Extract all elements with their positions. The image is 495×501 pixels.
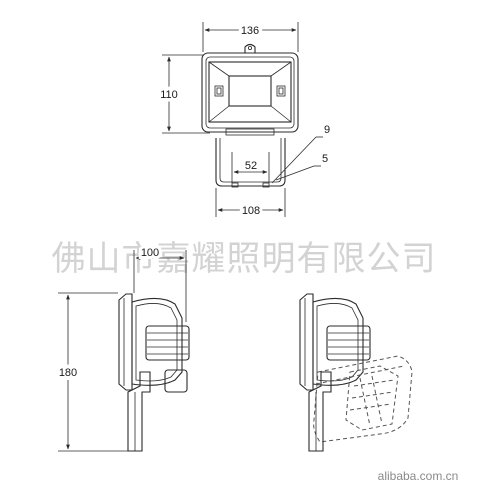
mount-hole-right <box>262 182 270 188</box>
bottom-flange <box>225 128 275 136</box>
tilt-view <box>299 293 413 452</box>
heat-sink <box>145 325 190 361</box>
lamp-holder-right <box>276 85 286 97</box>
tilt-front-glass-frame <box>299 293 314 391</box>
u-bracket-inner <box>219 138 282 183</box>
side-view: 100 180 <box>55 244 190 452</box>
housing-body <box>131 297 183 386</box>
mount-hole-left <box>231 182 239 188</box>
tilt-housing-body-inner <box>316 303 359 382</box>
tilted-fin <box>351 391 394 399</box>
front-view: 136 110 52 <box>157 22 330 220</box>
bevel-line <box>208 105 230 123</box>
adjustment-knob <box>164 369 188 393</box>
bevel-line <box>270 61 292 77</box>
lamp-holder-left <box>214 85 224 97</box>
company-watermark: 佛山市嘉耀照明有限公司 <box>52 239 437 279</box>
depth-dimension-label: 100 <box>141 247 159 259</box>
width-dimension-label: 136 <box>241 25 259 37</box>
hanging-tab <box>244 43 256 53</box>
bracket-width-label: 108 <box>242 205 260 217</box>
bevel-line <box>270 105 292 123</box>
height-dimension-label: 110 <box>160 89 178 101</box>
tilt-housing-body <box>312 297 364 386</box>
tilted-heat-sink-outline <box>345 365 399 431</box>
callout-leader-9 <box>271 136 317 184</box>
tilt-heat-sink <box>326 325 371 361</box>
overall-height-label: 180 <box>59 367 77 379</box>
callout-leader-5 <box>275 165 315 181</box>
front-glass-frame <box>118 293 133 391</box>
hanging-hole <box>247 46 252 51</box>
housing-inner-outline <box>205 56 295 129</box>
u-bracket <box>215 138 286 187</box>
lamp-holder-left-inner <box>216 87 222 95</box>
lamp-holder-right-inner <box>278 87 284 95</box>
site-watermark: alibaba.com.cn <box>378 469 459 483</box>
bevel-line <box>208 61 230 77</box>
glass-frame <box>208 61 292 123</box>
hole-spacing-label: 52 <box>245 160 257 172</box>
tilted-fin <box>359 377 371 427</box>
tilt-mount-bracket <box>308 371 332 452</box>
reflector-window <box>228 75 272 107</box>
tilted-fin <box>349 403 392 411</box>
housing-outline <box>201 52 299 133</box>
callout-label-9: 9 <box>324 124 330 136</box>
housing-body-inner <box>135 303 178 382</box>
mount-bracket <box>127 371 151 452</box>
callout-label-5: 5 <box>322 153 328 165</box>
tilted-fin <box>371 375 383 425</box>
tilted-housing-outline <box>313 355 413 443</box>
